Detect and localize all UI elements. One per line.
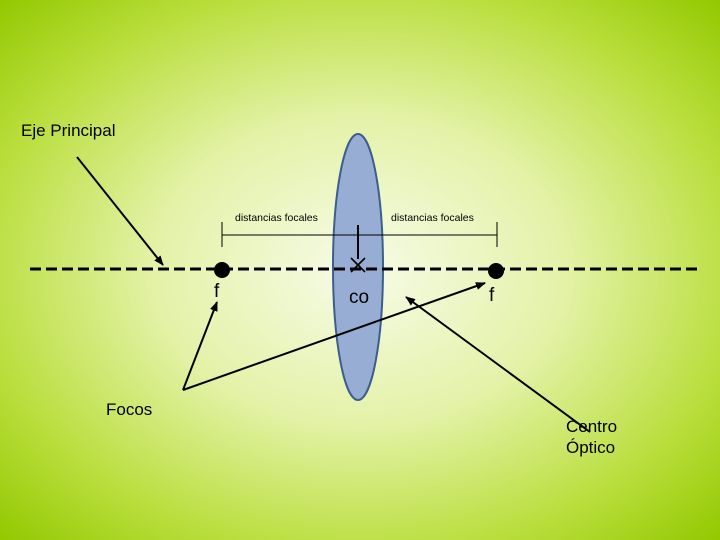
converging-lens xyxy=(332,133,384,401)
focal-distance-label-right: distancias focales xyxy=(391,212,474,224)
optical-center-x-mark xyxy=(350,257,366,273)
focus-label-left: f xyxy=(214,281,220,302)
focus-point-left xyxy=(214,262,230,278)
foci-pointer-left xyxy=(182,301,218,391)
focal-distance-bracket xyxy=(221,222,498,247)
foci-label: Focos xyxy=(106,400,153,419)
optical-center-pointer-arrow xyxy=(405,296,591,433)
principal-axis-label: Eje Principal xyxy=(21,121,116,140)
optical-center-name-label: Centro Óptico xyxy=(566,416,617,458)
focal-distance-label-left: distancias focales xyxy=(235,212,318,224)
focus-point-right xyxy=(488,263,504,279)
focus-label-right: f xyxy=(489,285,495,306)
optical-center-name-line1: Centro xyxy=(566,417,618,436)
axis-pointer-arrow xyxy=(76,156,164,266)
optical-center-name-line2: Óptico xyxy=(566,438,616,457)
optical-center-label: co xyxy=(349,287,370,308)
foci-pointer-right xyxy=(182,282,486,391)
